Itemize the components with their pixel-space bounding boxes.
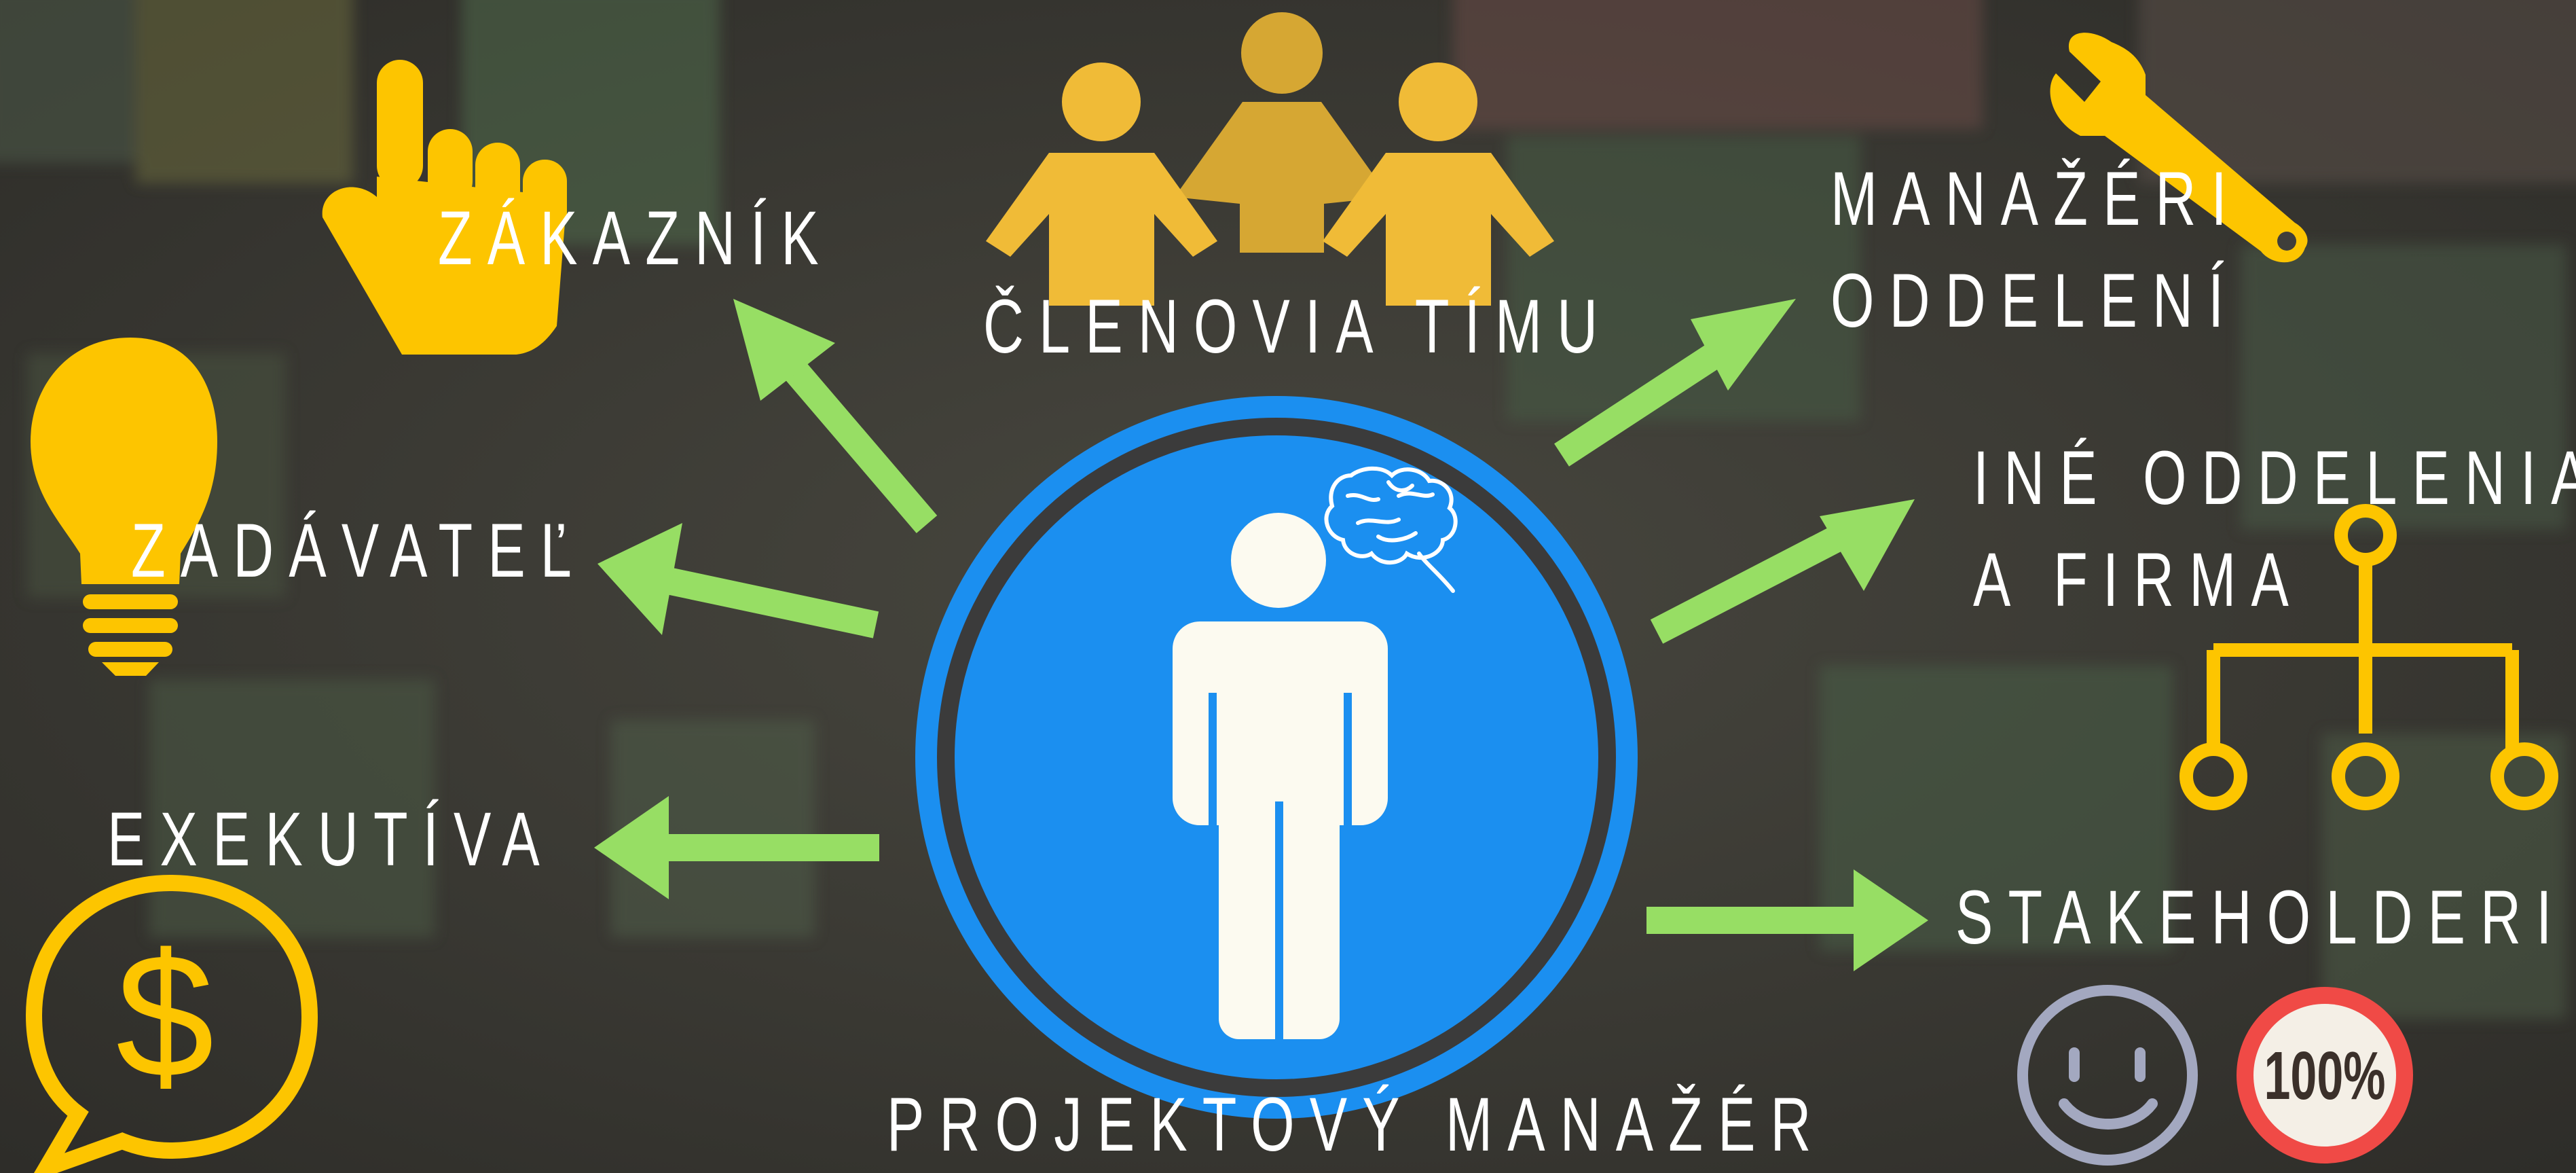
label-customer: ZÁKAZNÍK	[438, 196, 834, 281]
team-members-icon	[986, 12, 1554, 306]
percent-badge-text: 100%	[2264, 1039, 2385, 1114]
label-other-depts-line2: A FIRMA	[1973, 537, 2304, 622]
wrench-icon	[2050, 33, 2308, 263]
svg-text:$: $	[116, 918, 215, 1115]
label-other-depts-line1: INÉ ODDELENIA	[1973, 435, 2576, 520]
pointing-hand-icon	[322, 60, 567, 355]
label-dept-managers-line1: MANAŽÉRI	[1830, 156, 2242, 241]
dollar-chat-icon: $	[25, 874, 318, 1173]
label-sponsor: ZADÁVATEĽ	[131, 508, 587, 593]
label-team-members: ČLENOVIA TÍMU	[983, 284, 1613, 369]
brain-icon	[1324, 466, 1458, 593]
label-project-manager: PROJEKTOVÝ MANAŽÉR	[887, 1082, 1826, 1167]
label-stakeholders: STAKEHOLDERI	[1955, 875, 2567, 960]
label-dept-managers-line2: ODDELENÍ	[1830, 258, 2239, 343]
label-executive: EXEKUTÍVA	[107, 797, 555, 882]
percent-badge: 100%	[2237, 987, 2413, 1163]
org-chart-icon	[2179, 504, 2558, 810]
lightbulb-icon	[31, 338, 217, 676]
smiley-icon	[2017, 985, 2198, 1166]
arrows	[594, 299, 1928, 971]
